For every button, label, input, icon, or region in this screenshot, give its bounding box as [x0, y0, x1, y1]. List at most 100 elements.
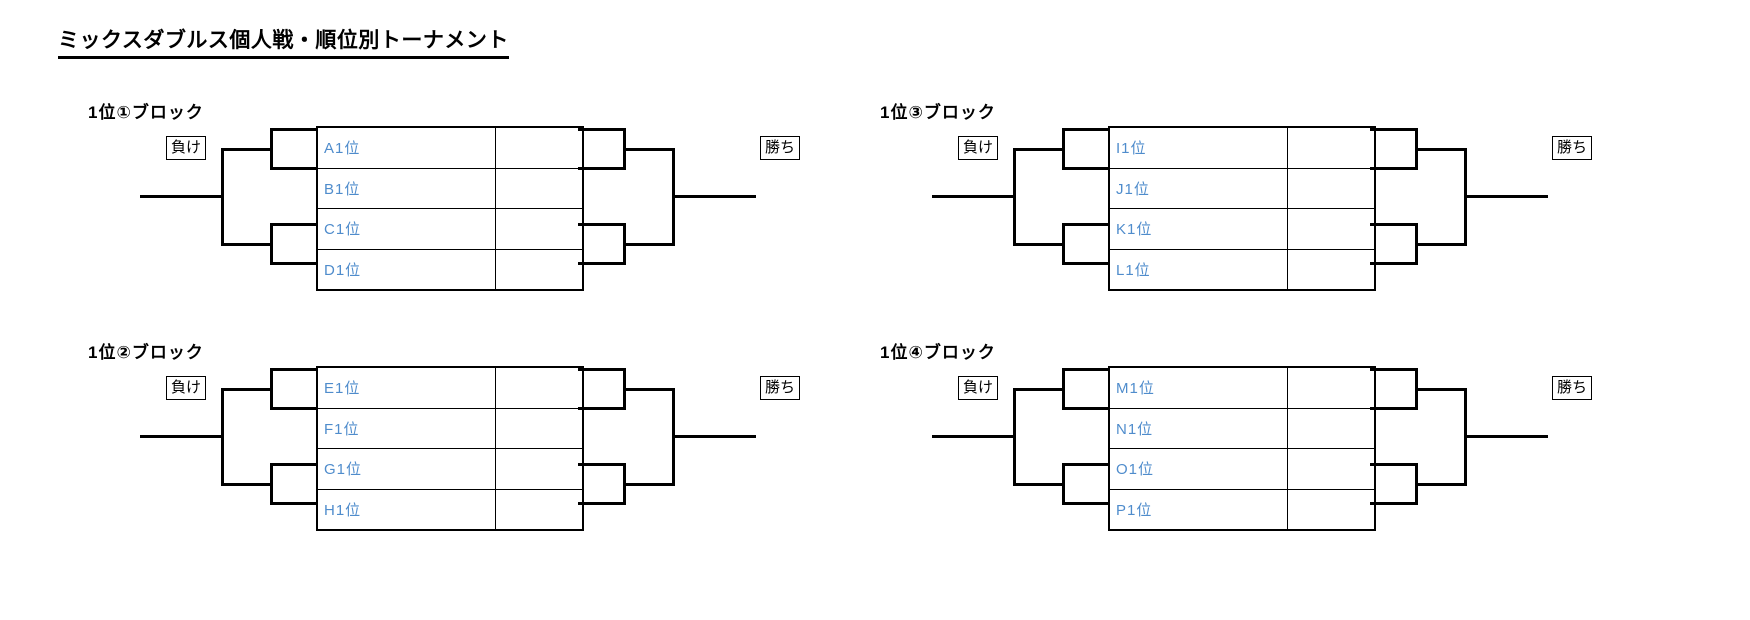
- bracket-line-left-seed-1: [270, 128, 318, 131]
- entry-name-cell: D1位: [318, 249, 496, 289]
- entry-name-cell: O1位: [1110, 449, 1288, 489]
- bracket-line-left-seed-3: [1062, 223, 1110, 226]
- bracket-line-left-lower-pair: [270, 463, 273, 505]
- match-table-row: A1位: [318, 128, 582, 169]
- entry-result-cell: [496, 490, 582, 530]
- bracket-line-left-seed-2: [1062, 407, 1110, 410]
- bracket-line-left-seed-4: [270, 262, 318, 265]
- bracket-line-right-lower-arm: [623, 483, 675, 486]
- bracket-line-left-lower-arm: [221, 243, 273, 246]
- bracket-line-left-upper-arm: [1013, 148, 1065, 151]
- match-table-row: H1位: [318, 489, 582, 530]
- lose-label: 負け: [958, 376, 999, 400]
- bracket-line-right-stem: [1464, 435, 1548, 438]
- entry-name-cell: M1位: [1110, 368, 1288, 408]
- win-label: 勝ち: [1552, 136, 1593, 160]
- bracket-line-right-seed-4: [578, 262, 626, 265]
- win-label: 勝ち: [760, 376, 801, 400]
- bracket-line-right-lower-arm: [623, 243, 675, 246]
- bracket-line-left-upper-pair: [1062, 368, 1065, 410]
- entry-result-cell: [1288, 409, 1374, 449]
- bracket-line-right-seed-1: [1370, 128, 1418, 131]
- entry-result-cell: [1288, 368, 1374, 408]
- bracket-line-left-lower-pair: [1062, 223, 1065, 265]
- entry-name-cell: B1位: [318, 168, 496, 208]
- match-table-row: C1位: [318, 209, 582, 250]
- entry-result-cell: [496, 368, 582, 408]
- bracket-line-left-seed-2: [1062, 167, 1110, 170]
- match-table-row: J1位: [1110, 168, 1374, 209]
- bracket-line-left-upper-pair: [270, 128, 273, 170]
- match-table-row: I1位: [1110, 128, 1374, 169]
- match-table-row: B1位: [318, 168, 582, 209]
- bracket-line-left-lower-arm: [1013, 243, 1065, 246]
- entry-result-cell: [496, 409, 582, 449]
- entry-result-cell: [496, 449, 582, 489]
- bracket-line-right-upper-arm: [1415, 148, 1467, 151]
- bracket-line-left-seed-4: [1062, 262, 1110, 265]
- bracket-line-right-seed-2: [578, 167, 626, 170]
- bracket-line-left-lower-arm: [1013, 483, 1065, 486]
- entry-name-cell: P1位: [1110, 489, 1288, 529]
- entry-name-cell: L1位: [1110, 249, 1288, 289]
- bracket-line-left-upper-arm: [1013, 388, 1065, 391]
- bracket-line-right-seed-3: [578, 463, 626, 466]
- bracket-line-left-seed-3: [270, 223, 318, 226]
- match-table-row: G1位: [318, 449, 582, 490]
- entry-result-cell: [1288, 128, 1374, 168]
- entry-result-cell: [1288, 449, 1374, 489]
- bracket-line-right-upper-arm: [623, 388, 675, 391]
- entry-name-cell: E1位: [318, 368, 496, 408]
- match-table-row: F1位: [318, 408, 582, 449]
- bracket-line-right-seed-3: [1370, 223, 1418, 226]
- bracket-line-left-seed-2: [270, 407, 318, 410]
- bracket-line-right-lower-arm: [1415, 243, 1467, 246]
- bracket-line-left-upper-arm: [221, 148, 273, 151]
- bracket-line-right-upper-arm: [1415, 388, 1467, 391]
- block-title: 1位②ブロック: [88, 343, 204, 362]
- entry-name-cell: I1位: [1110, 128, 1288, 168]
- bracket-line-right-seed-3: [1370, 463, 1418, 466]
- block-title: 1位①ブロック: [88, 103, 204, 122]
- bracket-line-left-lower-pair: [270, 223, 273, 265]
- entry-result-cell: [1288, 209, 1374, 249]
- match-table-row: K1位: [1110, 209, 1374, 250]
- bracket-line-right-seed-4: [1370, 262, 1418, 265]
- bracket-line-left-upper-pair: [1062, 128, 1065, 170]
- page-title: ミックスダブルス個人戦・順位別トーナメント: [58, 24, 509, 59]
- bracket-line-left-seed-4: [270, 502, 318, 505]
- bracket-line-left-stem: [140, 195, 224, 198]
- match-table-row: O1位: [1110, 449, 1374, 490]
- entry-result-cell: [496, 169, 582, 209]
- bracket-line-right-seed-2: [1370, 407, 1418, 410]
- bracket-line-left-seed-2: [270, 167, 318, 170]
- lose-label: 負け: [166, 376, 207, 400]
- match-table-row: D1位: [318, 249, 582, 289]
- bracket-line-left-lower-arm: [221, 483, 273, 486]
- bracket-line-right-stem: [672, 435, 756, 438]
- bracket-line-right-seed-2: [578, 407, 626, 410]
- match-table-row: M1位: [1110, 368, 1374, 409]
- bracket-line-right-stem: [1464, 195, 1548, 198]
- lose-label: 負け: [958, 136, 999, 160]
- bracket-line-right-seed-2: [1370, 167, 1418, 170]
- bracket-line-right-lower-arm: [1415, 483, 1467, 486]
- entry-name-cell: N1位: [1110, 408, 1288, 448]
- bracket-line-left-seed-1: [270, 368, 318, 371]
- lose-label: 負け: [166, 136, 207, 160]
- entry-name-cell: K1位: [1110, 209, 1288, 249]
- entry-name-cell: C1位: [318, 209, 496, 249]
- bracket-line-left-upper-pair: [270, 368, 273, 410]
- entry-name-cell: J1位: [1110, 168, 1288, 208]
- entry-result-cell: [1288, 250, 1374, 290]
- bracket-line-right-seed-3: [578, 223, 626, 226]
- bracket-line-left-spine: [221, 148, 224, 246]
- entry-name-cell: F1位: [318, 408, 496, 448]
- bracket-line-left-spine: [221, 388, 224, 486]
- bracket-line-left-seed-3: [270, 463, 318, 466]
- bracket-line-left-seed-1: [1062, 368, 1110, 371]
